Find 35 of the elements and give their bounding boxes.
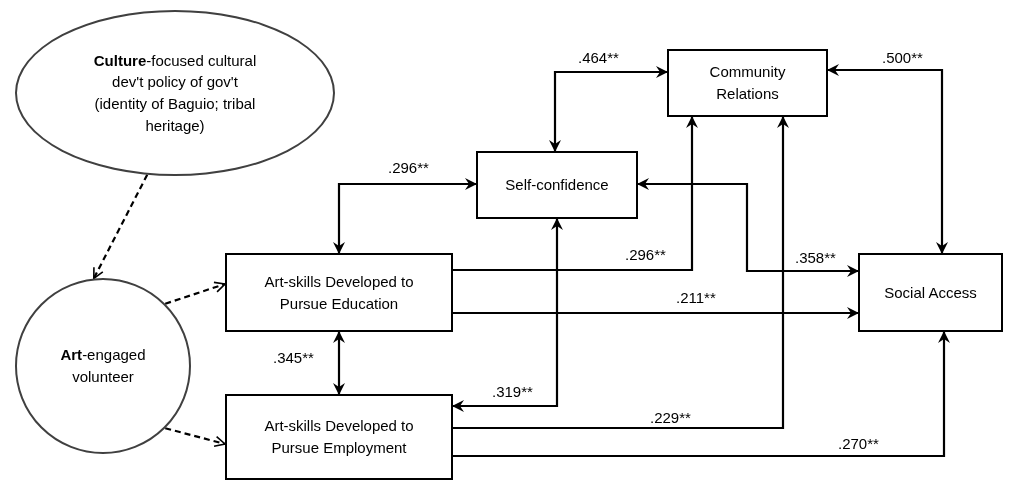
arrow — [637, 178, 859, 277]
construct-box — [667, 49, 828, 117]
arrow — [453, 307, 859, 319]
arrow — [452, 218, 563, 412]
arrow — [549, 66, 668, 152]
edge-label: .464** — [578, 50, 619, 65]
dashed-arrow — [164, 427, 226, 448]
construct-box — [858, 253, 1003, 332]
dashed-arrow — [164, 281, 226, 305]
construct-box — [225, 253, 453, 332]
edge-label: .500** — [882, 50, 923, 65]
edge-label: .229** — [650, 410, 691, 425]
arrow — [453, 116, 789, 430]
arrow — [827, 64, 948, 254]
node-text: Culture-focused cultural dev't policy of gov't (identity of Baguio; tribal heritage) — [92, 50, 258, 136]
arrow — [453, 331, 950, 458]
edge-label: .345** — [273, 350, 314, 365]
node-text: Art-skills Developed to Pursue Employment — [263, 416, 415, 458]
edge-label: .319** — [492, 384, 533, 399]
construct-box — [476, 151, 638, 219]
edge-label: .358** — [795, 250, 836, 265]
construct-box — [225, 394, 453, 480]
arrow — [333, 331, 345, 395]
arrow — [333, 178, 477, 254]
node-text: Art-engaged volunteer — [59, 345, 147, 387]
node-text: Art-skills Developed to Pursue Education — [263, 271, 415, 314]
node-text: Self-confidence — [505, 175, 609, 196]
edge-label: .211** — [676, 290, 716, 305]
edge-label: .296** — [388, 160, 429, 175]
node-text: Community Relations — [708, 62, 787, 104]
edge-label: .296** — [625, 247, 666, 262]
arrow — [453, 116, 698, 272]
node-text: Social Access — [884, 282, 977, 303]
dashed-arrow — [92, 174, 149, 280]
edge-label: .270** — [838, 436, 879, 451]
